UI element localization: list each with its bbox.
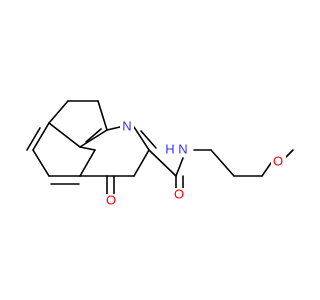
- bond: [85, 128, 102, 143]
- bond: [133, 126, 150, 151]
- bond: [261, 162, 272, 177]
- bond: [97, 100, 108, 131]
- bond: [285, 149, 294, 158]
- amide-oxygen-label: O: [174, 186, 184, 201]
- bond: [79, 149, 96, 177]
- bond: [175, 157, 184, 177]
- bond: [148, 149, 177, 177]
- structure-canvas: N O O N H O: [26, 100, 294, 208]
- bond: [133, 149, 150, 177]
- bond: [32, 122, 50, 151]
- molecule-diagram: N O O N H O: [26, 100, 294, 208]
- bond: [79, 129, 108, 148]
- bond: [32, 149, 50, 177]
- bond: [210, 149, 235, 177]
- bond: [106, 126, 121, 131]
- amide-nitrogen-label: N: [178, 141, 187, 156]
- amide-hydrogen-label: H: [165, 141, 174, 156]
- bond: [79, 146, 96, 151]
- bond: [140, 130, 157, 149]
- bond: [48, 100, 69, 124]
- ketone-oxygen-label: O: [106, 192, 116, 207]
- ring-nitrogen-label: N: [122, 118, 131, 133]
- ether-oxygen-label: O: [273, 153, 283, 168]
- bond: [48, 122, 81, 148]
- bond: [26, 127, 41, 151]
